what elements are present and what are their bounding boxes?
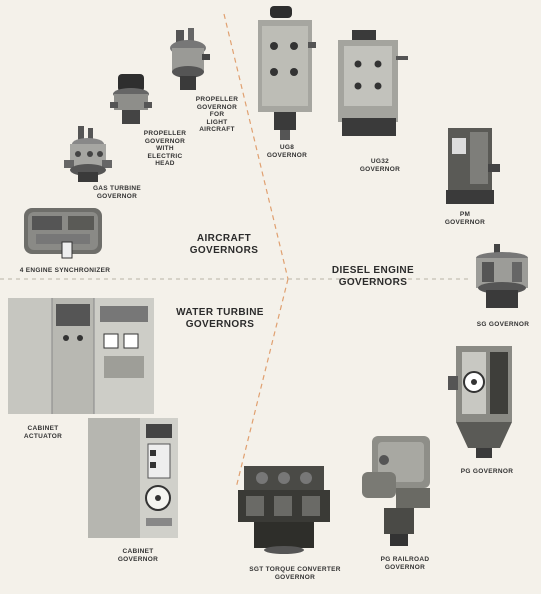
sgt-torque-converter-governor-image [238,466,330,554]
section-title-water-turbine: WATER TURBINE GOVERNORS [170,307,270,331]
section-title-line: WATER TURBINE [176,307,264,318]
caption-cabinet-governor: CABINET GOVERNOR [108,548,168,563]
ug32-governor-image [338,30,408,136]
caption-pg-railroad-governor: PG RAILROAD GOVERNOR [370,556,440,571]
caption-pg-governor: PG GOVERNOR [452,468,522,476]
caption-line: GOVERNOR [266,151,308,159]
caption-pm-governor: PM GOVERNOR [440,211,490,226]
cabinet-actuator-image [8,298,154,414]
caption-line: GOVERNOR [196,103,238,111]
caption-cabinet-actuator: CABINET ACTUATOR [18,425,68,440]
section-title-line: GOVERNORS [338,277,408,288]
caption-ug32-governor: UG32 GOVERNOR [350,158,410,173]
divider-upper [223,13,289,280]
gas-turbine-governor-image [64,126,112,182]
caption-line: GOVERNOR [117,555,159,563]
pm-governor-image [446,128,500,204]
caption-line: GOVERNOR [96,192,138,200]
caption-line: SG GOVERNOR [476,321,530,328]
caption-line: UG32 [370,158,390,165]
propeller-governor-light-aircraft-image [170,28,210,90]
caption-line: GOVERNOR [144,137,186,145]
caption-line: GOVERNOR [359,165,401,173]
caption-sg-governor: SG GOVERNOR [470,321,536,329]
caption-line: PG GOVERNOR [460,468,514,475]
cabinet-governor-image [88,418,178,538]
caption-line: AIRCRAFT [199,126,235,133]
caption-line: ACTUATOR [23,432,63,440]
caption-line: GOVERNOR [384,563,426,571]
caption-gas-turbine-governor: GAS TURBINE GOVERNOR [82,185,152,200]
section-title-line: DIESEL ENGINE [331,265,415,276]
caption-line: CABINET [27,425,59,432]
caption-line: SGT TORQUE CONVERTER [249,566,341,573]
caption-sgt-torque-converter-governor: SGT TORQUE CONVERTER GOVERNOR [240,566,350,581]
caption-line: LIGHT [206,118,228,126]
section-title-line: GOVERNORS [189,245,259,256]
sg-governor-image [476,244,528,308]
caption-engine-synchronizer: 4 ENGINE SYNCHRONIZER [10,267,120,275]
caption-line: HEAD [155,160,175,167]
caption-line: 4 ENGINE SYNCHRONIZER [19,267,111,274]
caption-line: CABINET [122,548,154,555]
caption-ug8-governor: UG8 GOVERNOR [262,144,312,159]
caption-line: PROPELLER [195,96,239,103]
caption-line: UG8 [279,144,295,151]
caption-line: PM [459,211,471,218]
caption-line: PG RAILROAD [380,556,430,563]
section-title-diesel: DIESEL ENGINE GOVERNORS [320,265,426,289]
caption-line: GOVERNOR [444,218,486,226]
caption-line: GAS TURBINE [92,185,142,192]
caption-line: PROPELLER [143,130,187,137]
caption-propeller-governor-electric: PROPELLER GOVERNOR WITH ELECTRIC HEAD [140,130,190,168]
section-title-line: GOVERNORS [185,319,255,330]
engine-synchronizer-image [24,208,102,259]
pg-railroad-governor-image [362,436,430,546]
section-title-aircraft: AIRCRAFT GOVERNORS [174,233,274,257]
caption-propeller-governor-light: PROPELLER GOVERNOR FOR LIGHT AIRCRAFT [192,96,242,134]
pg-governor-image [448,346,512,458]
propeller-governor-electric-head-image [110,74,152,124]
caption-line: GOVERNOR [274,573,316,581]
caption-line: ELECTRIC [147,152,183,160]
caption-line: WITH [156,145,174,152]
ug8-governor-image [258,6,316,140]
section-title-line: AIRCRAFT [196,233,252,244]
caption-line: FOR [209,111,225,118]
